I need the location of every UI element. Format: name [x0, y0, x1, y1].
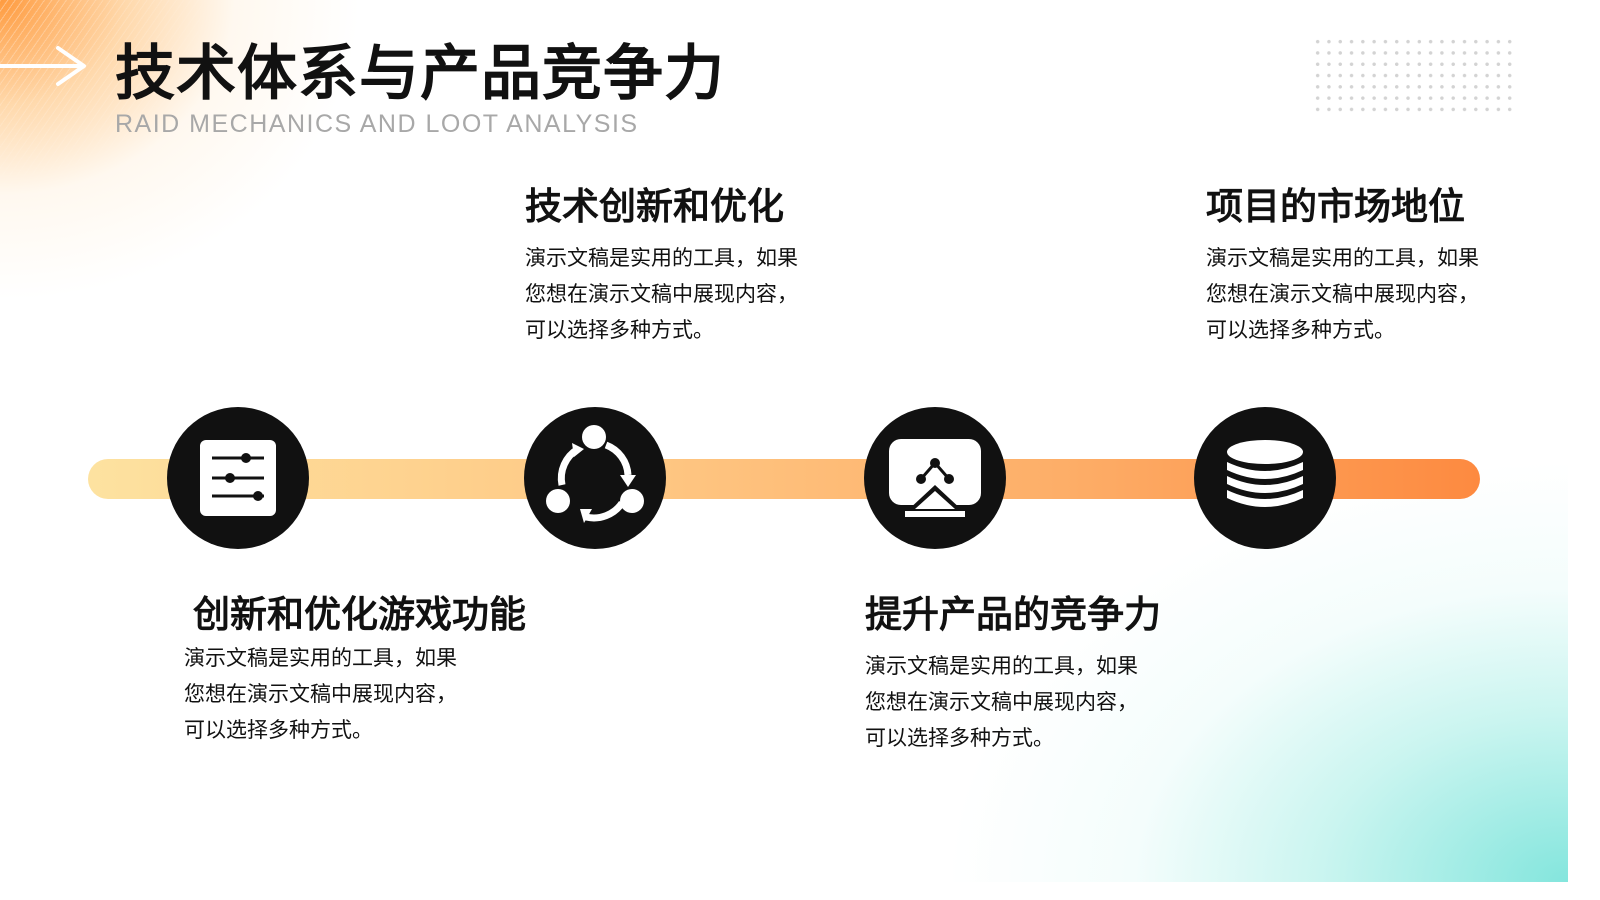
dot-grid-decoration: [1312, 36, 1516, 112]
feature-block-3: 提升产品的竞争力 演示文稿是实用的工具，如果您想在演示文稿中展现内容，可以选择多…: [865, 590, 1165, 756]
feature-block-2: 技术创新和优化 演示文稿是实用的工具，如果您想在演示文稿中展现内容，可以选择多种…: [525, 182, 825, 348]
feature-title: 项目的市场地位: [1206, 185, 1465, 228]
timeline-node-2: [524, 407, 666, 549]
feature-title: 提升产品的竞争力: [865, 593, 1161, 636]
feature-description: 演示文稿是实用的工具，如果您想在演示文稿中展现内容，可以选择多种方式。: [1206, 246, 1479, 342]
feature-title: 创新和优化游戏功能: [193, 593, 526, 636]
presentation-network-icon: [889, 439, 981, 517]
page-title: 技术体系与产品竞争力: [115, 39, 725, 109]
sliders-icon: [200, 440, 276, 516]
feature-description: 演示文稿是实用的工具，如果您想在演示文稿中展现内容，可以选择多种方式。: [184, 646, 457, 742]
feature-block-4: 项目的市场地位 演示文稿是实用的工具，如果您想在演示文稿中展现内容，可以选择多种…: [1206, 182, 1506, 348]
feature-description: 演示文稿是实用的工具，如果您想在演示文稿中展现内容，可以选择多种方式。: [865, 654, 1138, 750]
arrow-right-icon: [0, 46, 86, 86]
cycle-share-icon: [546, 425, 644, 523]
feature-block-1: 创新和优化游戏功能: [193, 590, 526, 640]
database-stack-icon: [1227, 440, 1303, 507]
page-subtitle: RAID MECHANICS AND LOOT ANALYSIS: [115, 110, 639, 138]
timeline-node-3: [864, 407, 1006, 549]
timeline-node-4: [1194, 407, 1336, 549]
timeline-node-1: [167, 407, 309, 549]
feature-description: 演示文稿是实用的工具，如果您想在演示文稿中展现内容，可以选择多种方式。: [525, 246, 798, 342]
feature-title: 技术创新和优化: [525, 185, 784, 228]
feature-desc-block-1: 演示文稿是实用的工具，如果您想在演示文稿中展现内容，可以选择多种方式。: [184, 640, 484, 748]
